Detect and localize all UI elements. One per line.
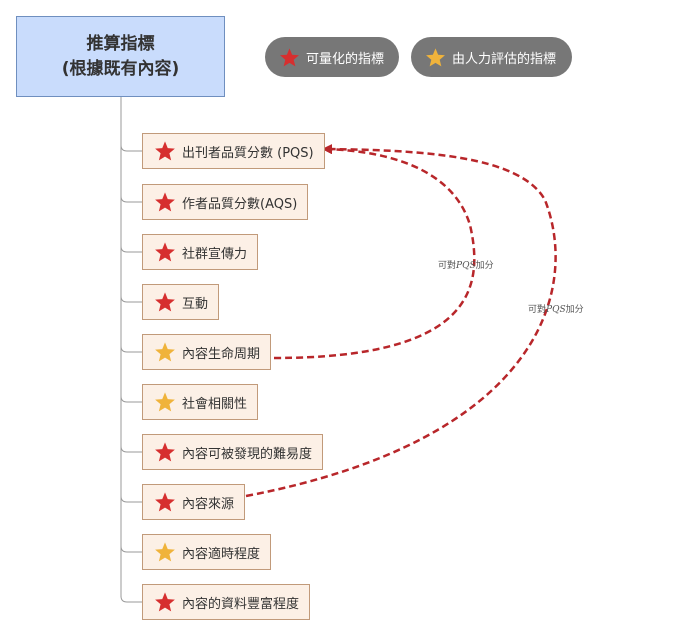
node-label: 內容來源	[182, 496, 235, 512]
annotation-pqs-bonus-1: 可對PQS加分	[438, 261, 494, 271]
root-subtitle: (根據既有內容)	[61, 58, 180, 79]
branch-5	[120, 345, 142, 353]
node-label: 內容生命周期	[182, 346, 261, 362]
branch-9	[120, 545, 142, 553]
branch-7	[120, 445, 142, 453]
node-social-promotion[interactable]: 社群宣傳力	[142, 234, 259, 270]
root-node[interactable]: 推算指標 (根據既有內容)	[16, 16, 225, 97]
node-label: 作者品質分數(AQS)	[182, 196, 298, 212]
node-data-richness[interactable]: 內容的資料豐富程度	[142, 584, 311, 620]
node-label: 互動	[182, 296, 209, 312]
red-star-icon	[155, 292, 175, 312]
tree-branches	[120, 144, 142, 603]
node-label: 內容適時程度	[182, 546, 261, 562]
red-star-icon	[155, 492, 175, 512]
node-content-source[interactable]: 內容來源	[142, 484, 246, 520]
branch-10	[120, 595, 142, 603]
relation-arrow-lifecycle-to-pqs[interactable]	[273, 144, 476, 360]
red-star-icon	[155, 592, 175, 612]
legend-quantifiable: 可量化的指標	[265, 37, 399, 77]
branch-3	[120, 245, 142, 253]
branch-4	[120, 295, 142, 303]
gold-star-icon	[426, 47, 445, 66]
legend-human-evaluated: 由人力評估的指標	[411, 37, 572, 77]
annotation-pqs-bonus-2: 可對PQS加分	[528, 305, 584, 315]
red-star-icon	[155, 141, 175, 161]
branch-2	[120, 195, 142, 203]
node-label: 出刊者品質分數 (PQS)	[182, 145, 314, 161]
gold-star-icon	[155, 392, 175, 412]
node-label: 內容可被發現的難易度	[182, 446, 313, 462]
branch-8	[120, 495, 142, 503]
gold-star-icon	[155, 342, 175, 362]
relation-arrow-source-to-pqs[interactable]	[245, 144, 557, 498]
red-star-icon	[155, 192, 175, 212]
node-social-relevance[interactable]: 社會相關性	[142, 384, 259, 420]
node-label: 社群宣傳力	[182, 246, 248, 262]
root-title: 推算指標	[86, 33, 155, 54]
red-star-icon	[280, 47, 299, 66]
node-publisher-quality-score[interactable]: 出刊者品質分數 (PQS)	[142, 133, 325, 169]
node-timeliness[interactable]: 內容適時程度	[142, 534, 272, 570]
gold-star-icon	[155, 542, 175, 562]
legend-red-label: 可量化的指標	[306, 51, 385, 67]
branch-6	[120, 395, 142, 403]
red-star-icon	[155, 442, 175, 462]
node-interaction[interactable]: 互動	[142, 284, 220, 320]
legend-gold-label: 由人力評估的指標	[452, 51, 557, 67]
node-label: 內容的資料豐富程度	[182, 596, 300, 612]
node-content-lifecycle[interactable]: 內容生命周期	[142, 334, 272, 370]
branch-1	[120, 144, 142, 152]
node-label: 社會相關性	[182, 396, 248, 412]
node-author-quality-score[interactable]: 作者品質分數(AQS)	[142, 184, 309, 220]
red-star-icon	[155, 242, 175, 262]
node-discoverability[interactable]: 內容可被發現的難易度	[142, 434, 324, 470]
